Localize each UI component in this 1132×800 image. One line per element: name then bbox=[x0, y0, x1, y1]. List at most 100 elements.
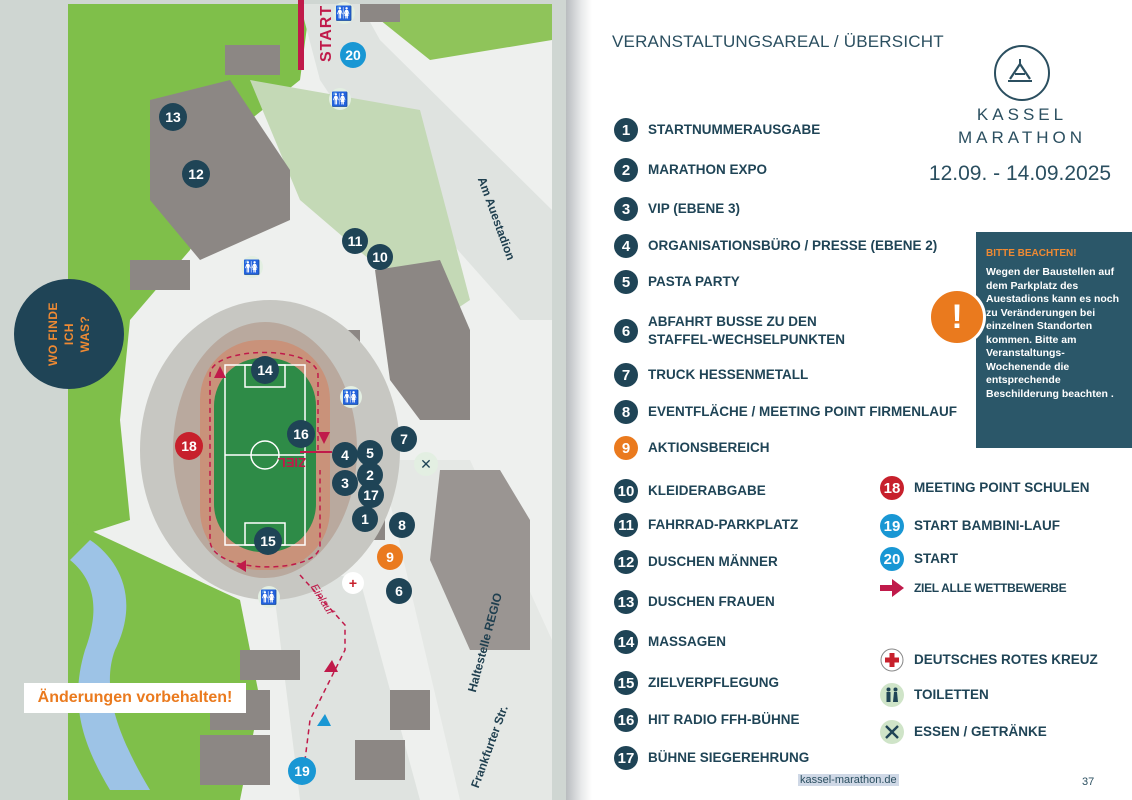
legend-number: 5 bbox=[614, 270, 638, 294]
map-marker-4[interactable]: 4 bbox=[332, 442, 358, 468]
map-marker-14[interactable]: 14 bbox=[251, 356, 279, 384]
notice-heading: BITTE BEACHTEN! bbox=[986, 248, 1077, 259]
legend-item-1: 1 STARTNUMMERAUSGABE bbox=[614, 118, 820, 142]
page-number: 37 bbox=[1082, 776, 1095, 788]
toilet-icon: 🚻 bbox=[241, 256, 263, 278]
legend-label: FAHRRAD-PARKPLATZ bbox=[648, 517, 799, 532]
legend-label: TRUCK HESSENMETALL bbox=[648, 367, 809, 382]
legend-label: ZIEL ALLE WETTBEWERBE bbox=[914, 581, 1067, 595]
legend-label: PASTA PARTY bbox=[648, 274, 740, 289]
kassel-marathon-logo-icon bbox=[994, 45, 1050, 101]
map-marker-18[interactable]: 18 bbox=[175, 432, 203, 460]
map-marker-13[interactable]: 13 bbox=[159, 103, 187, 131]
legend-number: 8 bbox=[614, 400, 638, 424]
footer-link[interactable]: kassel-marathon.de bbox=[798, 774, 899, 786]
legend-number: 19 bbox=[880, 514, 904, 538]
map-marker-20[interactable]: 20 bbox=[340, 42, 366, 68]
map-marker-8[interactable]: 8 bbox=[389, 512, 415, 538]
map-marker-1[interactable]: 1 bbox=[352, 506, 378, 532]
map-marker-17[interactable]: 17 bbox=[358, 482, 384, 508]
start-label: START bbox=[318, 4, 335, 62]
legend-item-20: 20 START bbox=[880, 547, 958, 571]
map-marker-15[interactable]: 15 bbox=[254, 527, 282, 555]
legend-item-13: 13 DUSCHEN FRAUEN bbox=[614, 590, 775, 614]
legend-item-ziel: ZIEL ALLE WETTBEWERBE bbox=[880, 576, 1067, 600]
map-marker-5[interactable]: 5 bbox=[357, 440, 383, 466]
legend-item-10: 10 KLEIDERABGABE bbox=[614, 479, 766, 503]
legend-number: 6 bbox=[614, 319, 638, 343]
exclamation-icon: ! bbox=[928, 288, 986, 346]
legend-item-16: 16 HIT RADIO FFH-BÜHNE bbox=[614, 708, 800, 732]
legend-item-6: 6 ABFAHRT BUSSE ZU DEN STAFFEL-WECHSELPU… bbox=[614, 313, 845, 349]
where-to-find-badge: WO FINDE ICH WAS? bbox=[14, 279, 124, 389]
legend-number: 13 bbox=[614, 590, 638, 614]
legend-number: 20 bbox=[880, 547, 904, 571]
toilet-icon bbox=[880, 683, 904, 707]
legend-number: 1 bbox=[614, 118, 638, 142]
legend-label: VIP (EBENE 3) bbox=[648, 201, 741, 216]
legend-number: 9 bbox=[614, 436, 638, 460]
legend-item-12: 12 DUSCHEN MÄNNER bbox=[614, 550, 778, 574]
map-marker-19[interactable]: 19 bbox=[288, 757, 316, 785]
legend-label: TOILETTEN bbox=[914, 687, 989, 702]
legend-label: START bbox=[914, 551, 958, 566]
legend-item-14: 14 MASSAGEN bbox=[614, 630, 726, 654]
book-spine bbox=[566, 0, 592, 800]
ziel-label: ZIEL bbox=[277, 455, 306, 470]
legend-label: ABFAHRT BUSSE ZU DEN STAFFEL-WECHSELPUNK… bbox=[648, 313, 845, 349]
legend-item-17: 17 BÜHNE SIEGEREHRUNG bbox=[614, 746, 809, 770]
legend-item-toilets: TOILETTEN bbox=[880, 683, 989, 707]
legend-number: 18 bbox=[880, 476, 904, 500]
legend-number: 4 bbox=[614, 234, 638, 258]
legend-label-line-1: ABFAHRT BUSSE ZU DEN bbox=[648, 314, 817, 329]
legend-item-9: 9 AKTIONSBEREICH bbox=[614, 436, 770, 460]
legend-number: 3 bbox=[614, 197, 638, 221]
notice-text: Wegen der Baustellen auf dem Parkplatz d… bbox=[986, 266, 1120, 400]
map-marker-11[interactable]: 11 bbox=[342, 228, 368, 254]
notice-box: BITTE BEACHTEN! Wegen der Baustellen auf… bbox=[976, 232, 1132, 448]
wofinde-line-3: WAS? bbox=[78, 315, 92, 353]
legend-item-15: 15 ZIELVERPFLEGUNG bbox=[614, 671, 779, 695]
legend-number: 14 bbox=[614, 630, 638, 654]
legend-label: ZIELVERPFLEGUNG bbox=[648, 675, 780, 690]
map-marker-10[interactable]: 10 bbox=[367, 244, 393, 270]
changes-reserved-note: Änderungen vorbehalten! bbox=[24, 683, 246, 713]
legend-item-4: 4 ORGANISATIONSBÜRO / PRESSE (EBENE 2) bbox=[614, 234, 937, 258]
legend-label: ORGANISATIONSBÜRO / PRESSE (EBENE 2) bbox=[648, 238, 938, 253]
toilet-icon: 🚻 bbox=[340, 386, 362, 408]
legend-item-5: 5 PASTA PARTY bbox=[614, 270, 740, 294]
legend-label: MEETING POINT SCHULEN bbox=[914, 480, 1090, 495]
brand-name-line-1: KASSEL bbox=[976, 105, 1068, 124]
fork-knife-icon bbox=[880, 720, 904, 744]
map-marker-9[interactable]: 9 bbox=[377, 544, 403, 570]
map-drawing bbox=[68, 0, 552, 800]
map-marker-6[interactable]: 6 bbox=[386, 578, 412, 604]
legend-number: 11 bbox=[614, 513, 638, 537]
legend-item-food: ESSEN / GETRÄNKE bbox=[880, 720, 1047, 744]
legend-label: HIT RADIO FFH-BÜHNE bbox=[648, 712, 800, 727]
wofinde-line-2: ICH bbox=[62, 322, 76, 346]
legend-item-11: 11 FAHRRAD-PARKPLATZ bbox=[614, 513, 798, 537]
legend-item-3: 3 VIP (EBENE 3) bbox=[614, 197, 740, 221]
map-marker-7[interactable]: 7 bbox=[391, 426, 417, 452]
venue-map: 13 12 11 10 14 16 15 18 4 5 2 3 17 1 7 8… bbox=[0, 0, 566, 800]
red-cross-icon bbox=[880, 648, 904, 672]
toilet-icon: 🚻 bbox=[258, 586, 280, 608]
legend-label: START BAMBINI-LAUF bbox=[914, 518, 1060, 533]
legend-label: KLEIDERABGABE bbox=[648, 483, 766, 498]
brand-name-line-2: MARATHON bbox=[957, 128, 1086, 147]
legend-item-2: 2 MARATHON EXPO bbox=[614, 158, 767, 182]
map-marker-16[interactable]: 16 bbox=[287, 420, 315, 448]
legend-page: VERANSTALTUNGSAREAL / ÜBERSICHT KASSEL M… bbox=[592, 0, 1132, 800]
toilet-icon: 🚻 bbox=[329, 88, 351, 110]
legend-label: DUSCHEN FRAUEN bbox=[648, 594, 775, 609]
map-marker-12[interactable]: 12 bbox=[182, 160, 210, 188]
legend-label: ESSEN / GETRÄNKE bbox=[914, 724, 1047, 739]
page-title: VERANSTALTUNGSAREAL / ÜBERSICHT bbox=[612, 32, 944, 51]
legend-number: 16 bbox=[614, 708, 638, 732]
legend-item-18: 18 MEETING POINT SCHULEN bbox=[880, 476, 1090, 500]
toilet-icon: 🚻 bbox=[333, 2, 355, 24]
legend-number: 7 bbox=[614, 363, 638, 387]
legend-label: DUSCHEN MÄNNER bbox=[648, 554, 778, 569]
map-marker-3[interactable]: 3 bbox=[332, 470, 358, 496]
